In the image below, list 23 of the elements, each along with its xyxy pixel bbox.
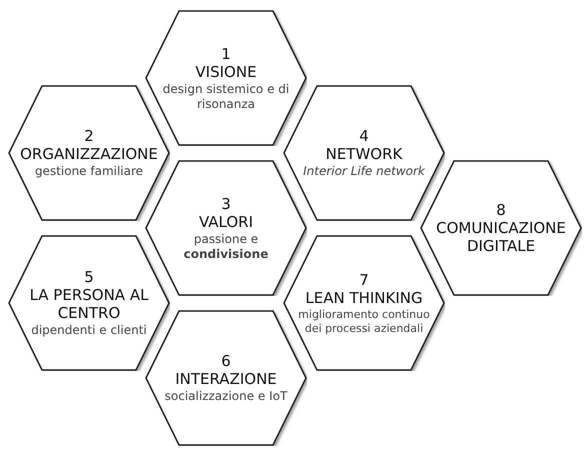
step-title: COMUNICAZIONE DIGITALE [435,219,567,255]
step-number: 6 [221,352,231,370]
step-number: 4 [359,127,369,145]
step-title: LA PERSONA AL CENTRO [28,286,150,322]
step-number: 1 [221,44,231,62]
step-number: 8 [496,201,506,219]
step-number: 7 [359,270,369,288]
step-title: INTERAZIONE [175,370,277,388]
step-description: miglioramento continuo dei processi aziendali [297,308,431,336]
step-description: Interior Life network [303,164,425,179]
step-description: gestione familiare [34,164,144,179]
step-title: VISIONE [195,62,257,80]
step-title: VALORI [198,212,254,230]
step-description: design sistemico e di risonanza [162,82,290,112]
step-description: passione e condivisione [182,232,270,262]
step-number: 2 [84,127,94,145]
step-description: dipendenti e clienti [31,323,147,338]
step-number: 3 [221,194,231,212]
step-number: 5 [84,268,94,286]
step-title: LEAN THINKING [305,288,423,306]
step-title: ORGANIZZAZIONE [20,145,158,163]
step-title: NETWORK [326,145,402,163]
step-description: socializzazione e IoT [164,389,288,404]
